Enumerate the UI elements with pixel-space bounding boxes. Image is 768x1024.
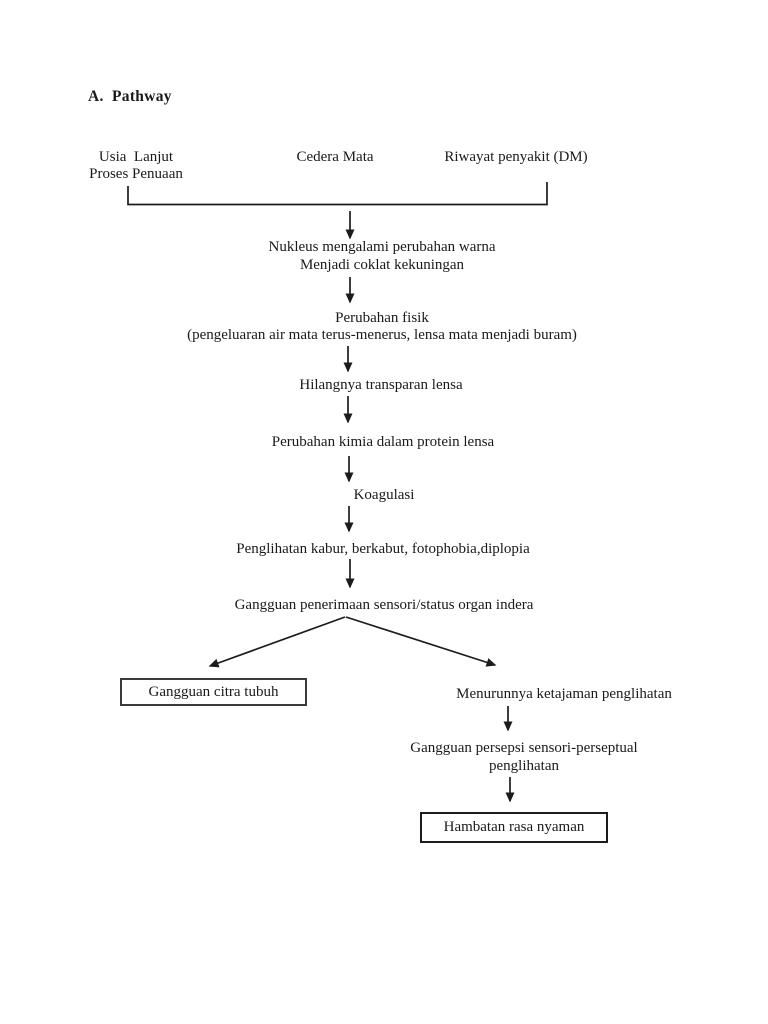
box-hambatan-rasa-nyaman-label: Hambatan rasa nyaman — [443, 819, 585, 835]
cause-cedera-mata: Cedera Mata — [296, 149, 374, 165]
node-perubahan-kimia: Perubahan kimia dalam protein lensa — [271, 434, 495, 450]
page-title: A. Pathway — [88, 88, 172, 105]
node-gangguan-persepsi-line2: penglihatan — [489, 758, 559, 774]
node-nukleus-line2: Menjadi coklat kekuningan — [299, 257, 465, 273]
cause-riwayat-penyakit: Riwayat penyakit (DM) — [444, 149, 588, 165]
arrow-diagonal-left — [208, 616, 346, 668]
node-gangguan-penerimaan: Gangguan penerimaan sensori/status organ… — [234, 597, 534, 613]
node-hilangnya-transparan: Hilangnya transparan lensa — [299, 377, 463, 393]
node-nukleus: Nukleus mengalami perubahan warna Menjad… — [269, 238, 496, 274]
node-penglihatan-kabur: Penglihatan kabur, berkabut, fotophobia,… — [236, 541, 530, 557]
node-perubahan-fisik: Perubahan fisik (pengeluaran air mata te… — [187, 310, 577, 344]
node-perubahan-fisik-line1: Perubahan fisik — [335, 310, 429, 326]
box-gangguan-citra-tubuh-label: Gangguan citra tubuh — [148, 683, 279, 700]
bracket-connector — [127, 182, 548, 206]
node-perubahan-fisik-line2: (pengeluaran air mata terus-menerus, len… — [187, 327, 577, 343]
node-menurunnya-ketajaman: Menurunnya ketajaman penglihatan — [456, 686, 672, 702]
box-gangguan-citra-tubuh: Gangguan citra tubuh — [120, 678, 307, 706]
node-nukleus-line1: Nukleus mengalami perubahan warna — [268, 239, 496, 255]
cause-usia-lanjut-line1: Usia Lanjut — [98, 149, 174, 165]
box-hambatan-rasa-nyaman: Hambatan rasa nyaman — [420, 812, 608, 843]
node-gangguan-persepsi: Gangguan persepsi sensori-perseptual pen… — [410, 739, 637, 775]
cause-usia-lanjut-line2: Proses Penuaan — [89, 166, 183, 182]
arrow-diagonal-right — [345, 616, 497, 667]
cause-usia-lanjut: Usia Lanjut Proses Penuaan — [89, 149, 183, 183]
node-koagulasi: Koagulasi — [353, 487, 415, 503]
node-gangguan-persepsi-line1: Gangguan persepsi sensori-perseptual — [410, 740, 638, 756]
